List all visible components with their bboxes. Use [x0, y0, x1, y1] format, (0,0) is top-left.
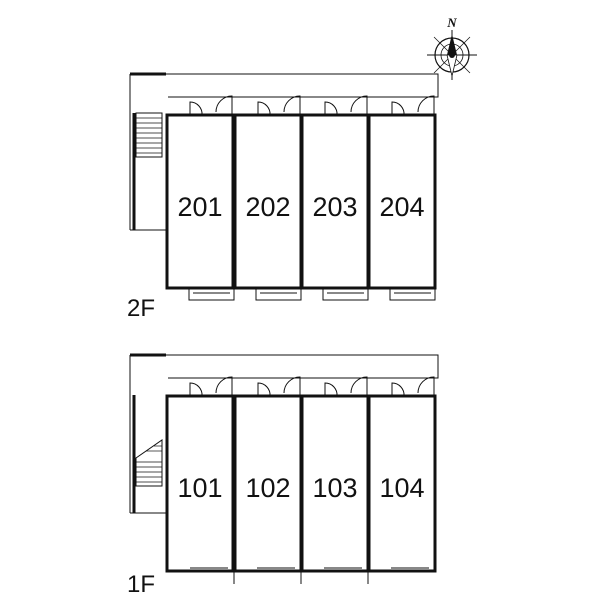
floor-1-label: 1F: [127, 571, 155, 598]
compass: N: [427, 15, 477, 80]
unit-203-label: 203: [312, 192, 357, 222]
floor-1-stairs: [132, 395, 163, 513]
unit-104-label: 104: [379, 473, 424, 503]
floor-2-doors: [189, 95, 435, 116]
unit-101-room: [165, 394, 235, 573]
unit-204-label: 204: [379, 192, 424, 222]
unit-202-label: 202: [245, 192, 290, 222]
unit-103-label: 103: [312, 473, 357, 503]
unit-102-label: 102: [245, 473, 290, 503]
floor-2-stairs: [132, 112, 163, 230]
unit-104-room: [367, 394, 437, 573]
unit-101-label: 101: [177, 473, 222, 503]
floor-1-terraces: [190, 567, 429, 584]
floor-2-balconies: [188, 287, 436, 301]
compass-north-label: N: [446, 15, 457, 30]
floor-1-plan: [129, 353, 439, 584]
floor-2-label: 2F: [127, 295, 155, 322]
floor-1-doors: [189, 376, 435, 397]
compass-rose-icon: [427, 30, 477, 80]
unit-201-label: 201: [177, 192, 222, 222]
floor-2-plan: [129, 72, 439, 301]
